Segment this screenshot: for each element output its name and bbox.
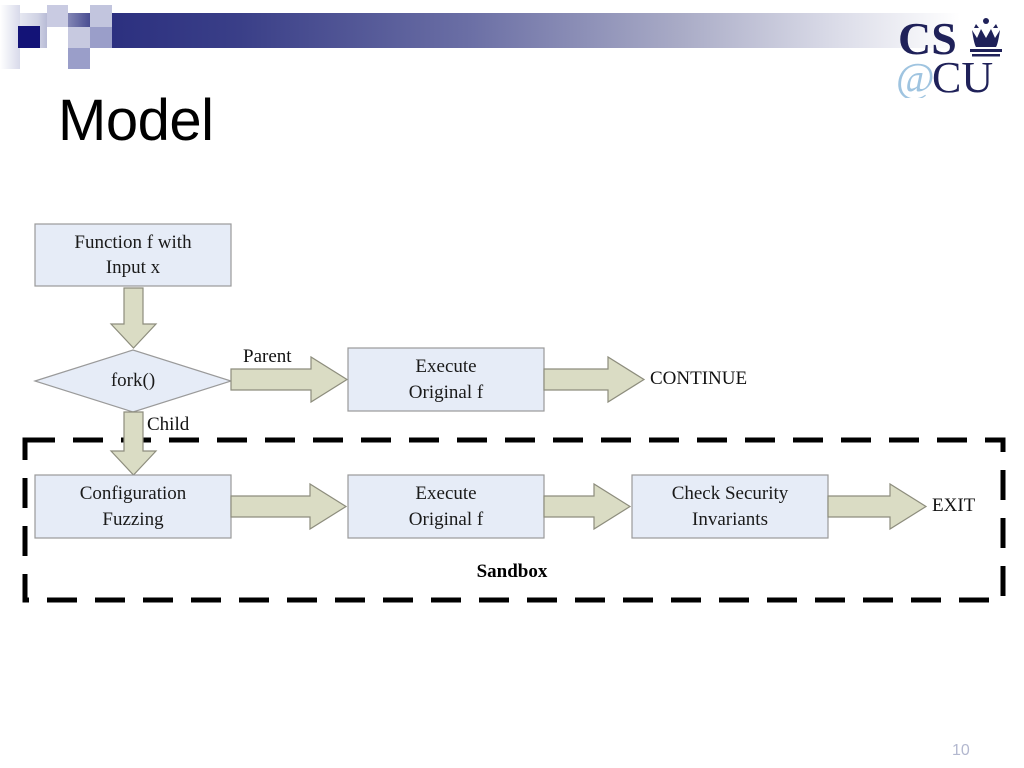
- node-function-input-line2: Input x: [105, 257, 161, 278]
- decorative-square-lavender-5: [90, 27, 112, 48]
- terminal-exit: EXIT: [932, 495, 976, 516]
- sandbox-boundary: [22, 437, 1006, 603]
- node-fork[interactable]: fork(): [35, 350, 231, 412]
- node-function-input[interactable]: Function f with Input x: [35, 224, 231, 286]
- node-check-security-line1: Check Security: [671, 483, 789, 505]
- node-execute-parent[interactable]: Execute Original f: [348, 348, 544, 411]
- page-number: 10: [952, 742, 970, 759]
- logo-cs-text: CS: [898, 14, 957, 64]
- arrow-function-to-fork: [109, 287, 158, 349]
- decorative-square-lavender-3: [68, 48, 90, 69]
- crown-icon: [970, 18, 1002, 57]
- arrow-parent-to-continue: [543, 355, 646, 404]
- edge-label-child: Child: [147, 414, 190, 435]
- node-check-security-line2: Invariants: [692, 508, 768, 530]
- node-config-fuzzing-shape: [34, 474, 232, 539]
- node-config-fuzzing-line1: Configuration: [79, 483, 187, 505]
- decorative-square-lavender-1: [47, 5, 68, 27]
- decorative-square-white: [47, 27, 68, 69]
- decorative-square-lavender-4: [90, 5, 112, 27]
- logo-cu-text: CU: [932, 53, 993, 98]
- node-fork-label: fork(): [110, 370, 156, 392]
- node-execute-child-line2: Original f: [408, 508, 484, 530]
- page-title: Model: [58, 88, 214, 153]
- node-check-security[interactable]: Check Security Invariants: [632, 475, 828, 538]
- node-check-security-shape: [631, 474, 829, 539]
- arrow-fork-to-parent: [230, 355, 349, 404]
- node-execute-parent-line2: Original f: [408, 381, 484, 403]
- node-execute-parent-line1: Execute: [415, 356, 477, 378]
- arrow-config-to-execute: [230, 482, 348, 531]
- arrow-execute-to-check: [543, 482, 632, 531]
- node-config-fuzzing-line2: Fuzzing: [102, 508, 164, 530]
- edge-label-parent: Parent: [243, 346, 292, 367]
- logo-at-symbol: @: [896, 56, 935, 98]
- node-function-input-shape: [34, 223, 232, 287]
- decorative-square-fade: [0, 5, 20, 69]
- header-gradient-band: [0, 13, 1024, 48]
- decorative-square-lavender-2: [68, 27, 90, 48]
- node-config-fuzzing[interactable]: Configuration Fuzzing: [35, 475, 231, 538]
- node-execute-child[interactable]: Execute Original f: [348, 475, 544, 538]
- arrow-fork-to-child: [109, 411, 158, 476]
- terminal-continue: CONTINUE: [650, 368, 748, 389]
- cs-at-cu-logo: CS @ CU: [896, 14, 1014, 98]
- node-execute-child-line1: Execute: [415, 483, 477, 505]
- decorative-square-navy: [18, 26, 40, 48]
- node-function-input-line1: Function f with: [74, 231, 192, 253]
- arrow-check-to-exit: [827, 482, 928, 531]
- sandbox-label: Sandbox: [476, 561, 548, 582]
